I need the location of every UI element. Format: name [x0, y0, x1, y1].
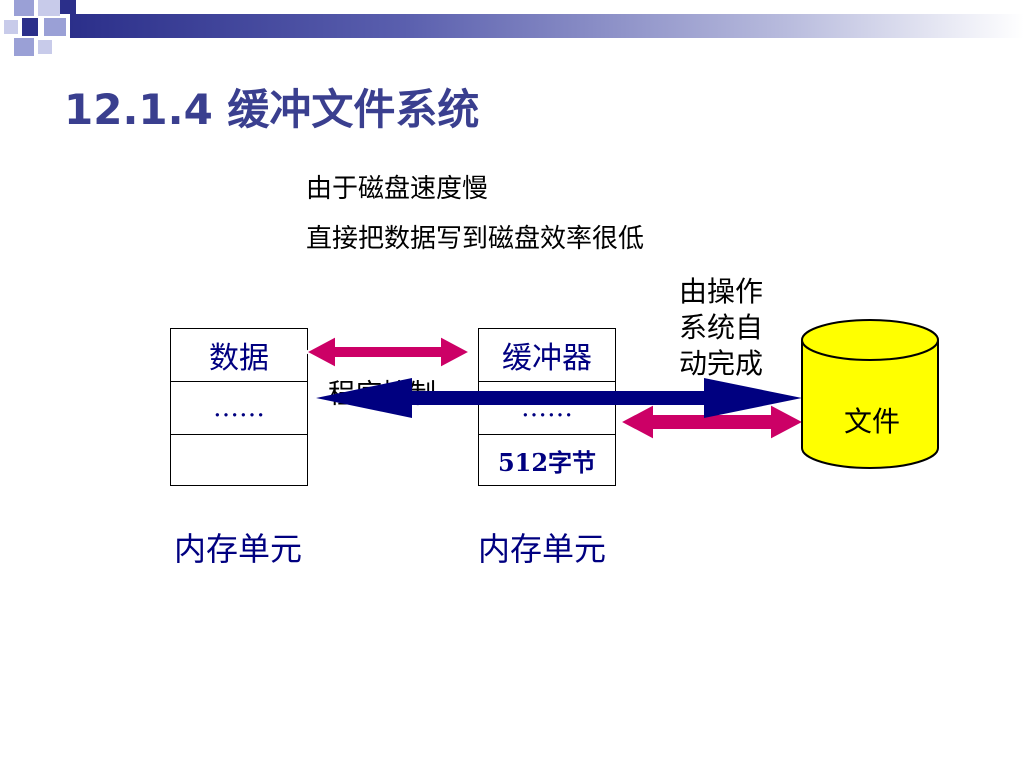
note-line-2: 直接把数据写到磁盘效率很低 [306, 224, 645, 254]
decor-square [44, 18, 66, 36]
decor-square [38, 0, 60, 16]
file-cylinder [801, 319, 939, 469]
file-label: 文件 [843, 405, 900, 438]
decor-square [60, 0, 76, 14]
decor-square [14, 38, 34, 56]
os-note-line-1: 由操作 [678, 275, 763, 308]
data-empty-cell [170, 434, 308, 486]
data-memory-label: 内存单元 [174, 530, 303, 568]
decor-square [22, 18, 38, 36]
os-note-line-2: 系统自 [678, 311, 763, 344]
os-note-line-3: 动完成 [678, 347, 763, 380]
data-ellipsis-cell: …… [170, 381, 308, 435]
decor-square [14, 0, 34, 16]
page-title: 12.1.4 缓冲文件系统 [64, 85, 480, 134]
decor-square [38, 40, 52, 54]
os-auto-note: 由操作 系统自 动完成 [666, 274, 776, 382]
note-line-1: 由于磁盘速度慢 [306, 174, 489, 204]
buffer-size-cell: 512字节 [478, 434, 616, 486]
buffer-ellipsis-cell: …… [478, 381, 616, 435]
decor-square [4, 20, 18, 34]
buffer-memory-label: 内存单元 [478, 530, 607, 568]
header-bar [70, 14, 1024, 38]
data-cell: 数据 [170, 328, 308, 382]
navy-double-arrow [316, 378, 802, 418]
pink-double-arrow-left [303, 334, 473, 370]
buffer-cell: 缓冲器 [478, 328, 616, 382]
